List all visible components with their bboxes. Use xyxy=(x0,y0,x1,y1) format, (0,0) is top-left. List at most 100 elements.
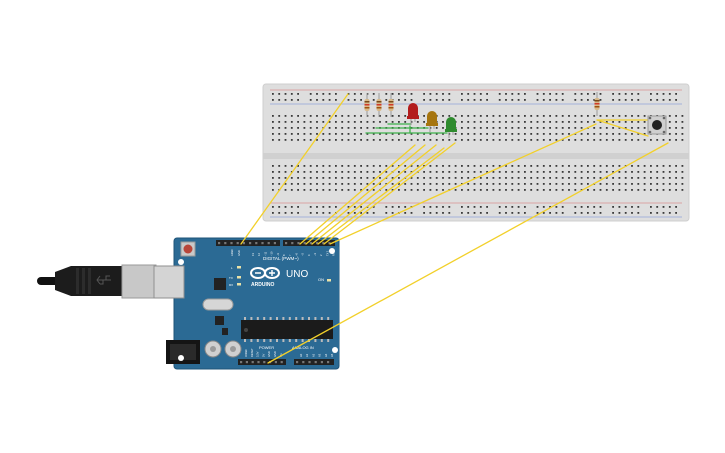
wire-button-link[interactable] xyxy=(596,119,649,137)
board-model-label: UNO xyxy=(286,269,308,280)
breadboard-hole xyxy=(574,139,577,141)
green-led[interactable] xyxy=(445,117,457,138)
breadboard-hole xyxy=(574,93,577,95)
breadboard-hole xyxy=(303,165,306,167)
pin-label: ~11 xyxy=(263,251,267,256)
wire-button-signal[interactable] xyxy=(329,123,597,245)
breadboard-hole xyxy=(416,139,419,141)
wire-5v-to-rail[interactable] xyxy=(267,142,669,364)
breadboard-hole xyxy=(353,115,356,117)
pin-label: RESET xyxy=(250,348,254,357)
breadboard-hole xyxy=(284,177,287,179)
breadboard-hole xyxy=(454,183,457,185)
reset-button[interactable] xyxy=(183,244,193,254)
arduino-uno-board[interactable]: UNO ARDUINO DIGITAL (PWM~) POWER ANALOG … xyxy=(37,237,340,370)
breadboard-hole xyxy=(662,189,665,191)
resistor[interactable] xyxy=(594,92,600,116)
header-pin xyxy=(236,242,239,245)
breadboard-hole xyxy=(618,165,621,167)
resistor[interactable] xyxy=(364,93,370,117)
breadboard-hole xyxy=(624,99,627,101)
breadboard-hole xyxy=(587,212,589,214)
l-led xyxy=(237,266,241,269)
breadboard-hole xyxy=(643,177,646,179)
breadboard-hole xyxy=(385,121,388,123)
breadboard-hole xyxy=(624,183,627,185)
breadboard-hole xyxy=(549,93,551,95)
breadboard-hole xyxy=(650,139,652,141)
breadboard-hole xyxy=(511,177,514,179)
pushbutton[interactable] xyxy=(647,115,667,135)
breadboard-hole xyxy=(668,93,671,95)
breadboard-hole xyxy=(568,121,570,123)
breadboard-hole xyxy=(429,133,432,135)
breadboard-hole xyxy=(505,171,507,173)
breadboard-hole xyxy=(404,206,407,208)
red-led[interactable] xyxy=(407,103,419,125)
analog-header-label: ANALOG IN xyxy=(292,345,314,350)
breadboard-hole xyxy=(612,177,614,179)
breadboard-hole xyxy=(316,212,318,214)
breadboard-hole xyxy=(385,99,388,101)
breadboard-hole xyxy=(549,177,551,179)
breadboard-hole xyxy=(624,133,627,135)
chip-leg xyxy=(282,317,285,320)
breadboard[interactable] xyxy=(262,83,690,222)
wire-red-led[interactable] xyxy=(299,144,416,245)
wire-signal[interactable] xyxy=(323,142,456,245)
breadboard-hole xyxy=(303,177,306,179)
breadboard-hole xyxy=(297,99,299,101)
wire-signal[interactable] xyxy=(317,147,445,245)
breadboard-hole xyxy=(498,99,501,101)
resistor[interactable] xyxy=(376,93,382,117)
breadboard-hole xyxy=(517,165,520,167)
header-pin xyxy=(309,242,312,245)
wire-gnd-to-rail[interactable] xyxy=(240,93,349,245)
breadboard-hole xyxy=(353,121,356,123)
breadboard-hole xyxy=(536,93,539,95)
breadboard-hole xyxy=(366,212,369,214)
breadboard-hole xyxy=(309,177,312,179)
breadboard-hole xyxy=(454,171,457,173)
breadboard-hole xyxy=(561,189,564,191)
amber-led[interactable] xyxy=(426,111,438,132)
breadboard-hole xyxy=(423,206,425,208)
breadboard-hole xyxy=(668,183,671,185)
breadboard-hole xyxy=(429,93,432,95)
breadboard-hole xyxy=(555,171,558,173)
breadboard-hole xyxy=(385,139,388,141)
breadboard-hole xyxy=(574,183,577,185)
breadboard-hole xyxy=(316,121,318,123)
breadboard-hole xyxy=(290,127,293,129)
breadboard-hole xyxy=(505,212,507,214)
breadboard-hole xyxy=(284,127,287,129)
breadboard-hole xyxy=(347,165,350,167)
usb-cable-wire xyxy=(37,277,59,285)
breadboard-hole xyxy=(379,133,381,135)
crystal-oscillator xyxy=(202,298,234,311)
breadboard-hole xyxy=(524,206,526,208)
resistor[interactable] xyxy=(388,93,394,117)
wires[interactable] xyxy=(240,93,669,364)
pin-label: A2 xyxy=(311,353,315,357)
breadboard-hole xyxy=(624,115,627,117)
breadboard-hole xyxy=(637,189,640,191)
wire-amber-led[interactable] xyxy=(305,144,426,245)
breadboard-hole xyxy=(322,139,325,141)
breadboard-hole xyxy=(561,183,564,185)
wire-green-led[interactable] xyxy=(311,144,437,245)
breadboard-hole xyxy=(593,165,596,167)
breadboard-hole xyxy=(398,189,400,191)
breadboard-hole xyxy=(574,212,577,214)
breadboard-hole xyxy=(309,99,312,101)
breadboard-hole xyxy=(675,127,677,129)
breadboard-hole xyxy=(341,171,344,173)
breadboard-hole xyxy=(347,189,350,191)
breadboard-hole xyxy=(643,139,646,141)
breadboard-hole xyxy=(429,183,432,185)
breadboard-components[interactable] xyxy=(364,92,667,138)
breadboard-hole xyxy=(530,171,533,173)
usb-cable[interactable] xyxy=(37,264,157,299)
breadboard-hole xyxy=(618,121,621,123)
breadboard-hole xyxy=(605,115,608,117)
